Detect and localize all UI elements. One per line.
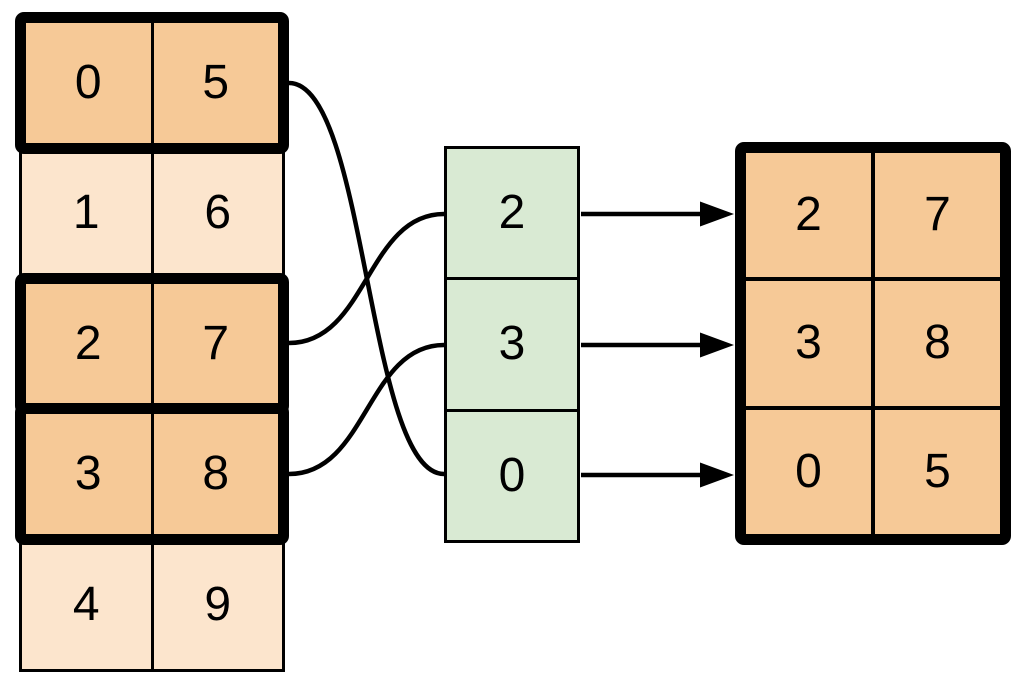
table-cell: 3 xyxy=(26,414,151,534)
source-row-3: 3 8 xyxy=(15,403,289,545)
connector-curve-row3-to-index3 xyxy=(286,342,447,477)
cell-value: 4 xyxy=(72,578,100,631)
cell-value: 7 xyxy=(202,317,230,370)
index-cell-2: 0 xyxy=(447,408,577,540)
result-cell-r0c1: 7 xyxy=(875,153,1000,278)
index-cell-1: 3 xyxy=(447,277,577,408)
table-cell: 6 xyxy=(150,149,283,277)
arrow-head-icon xyxy=(700,462,734,488)
index-cell-0: 2 xyxy=(447,149,577,277)
table-cell: 8 xyxy=(150,414,279,534)
table-cell: 4 xyxy=(22,541,151,669)
cell-value: 9 xyxy=(204,578,232,631)
table-cell: 2 xyxy=(26,284,151,404)
cell-value: 0 xyxy=(498,448,526,502)
table-cell: 0 xyxy=(26,23,151,143)
source-row-0: 0 5 xyxy=(15,12,289,154)
arrow-head-icon xyxy=(700,201,734,227)
table-cell: 9 xyxy=(150,541,283,669)
result-table: 2 7 3 8 0 5 xyxy=(735,142,1011,545)
arrow-head-icon xyxy=(700,332,734,358)
cell-value: 5 xyxy=(924,444,951,498)
cell-value: 1 xyxy=(72,186,100,239)
connector-curve-row0-to-index0 xyxy=(286,80,447,477)
table-cell: 5 xyxy=(150,23,279,143)
source-row-2: 2 7 xyxy=(15,273,289,415)
cell-value: 3 xyxy=(74,447,102,500)
cell-value: 0 xyxy=(74,56,102,109)
table-cell: 7 xyxy=(150,284,279,404)
result-cell-r1c1: 8 xyxy=(875,281,1000,406)
result-cell-r2c0: 0 xyxy=(746,409,871,534)
cell-value: 3 xyxy=(795,316,822,370)
cell-value: 2 xyxy=(795,188,822,242)
cell-value: 3 xyxy=(498,317,526,371)
connector-curve-row2-to-index2 xyxy=(286,211,447,346)
result-cell-r2c1: 5 xyxy=(875,409,1000,534)
cell-value: 0 xyxy=(795,444,822,498)
cell-value: 6 xyxy=(204,186,232,239)
cell-value: 7 xyxy=(924,188,951,242)
result-cell-r0c0: 2 xyxy=(746,153,871,278)
cell-value: 2 xyxy=(498,186,526,240)
source-row-4: 4 9 xyxy=(19,538,285,672)
cell-value: 8 xyxy=(202,447,230,500)
source-row-1: 1 6 xyxy=(19,146,285,280)
cell-value: 8 xyxy=(924,316,951,370)
cell-value: 2 xyxy=(74,317,102,370)
result-cell-r1c0: 3 xyxy=(746,281,871,406)
table-cell: 1 xyxy=(22,149,151,277)
index-column: 2 3 0 xyxy=(444,146,580,543)
cell-value: 5 xyxy=(202,56,230,109)
